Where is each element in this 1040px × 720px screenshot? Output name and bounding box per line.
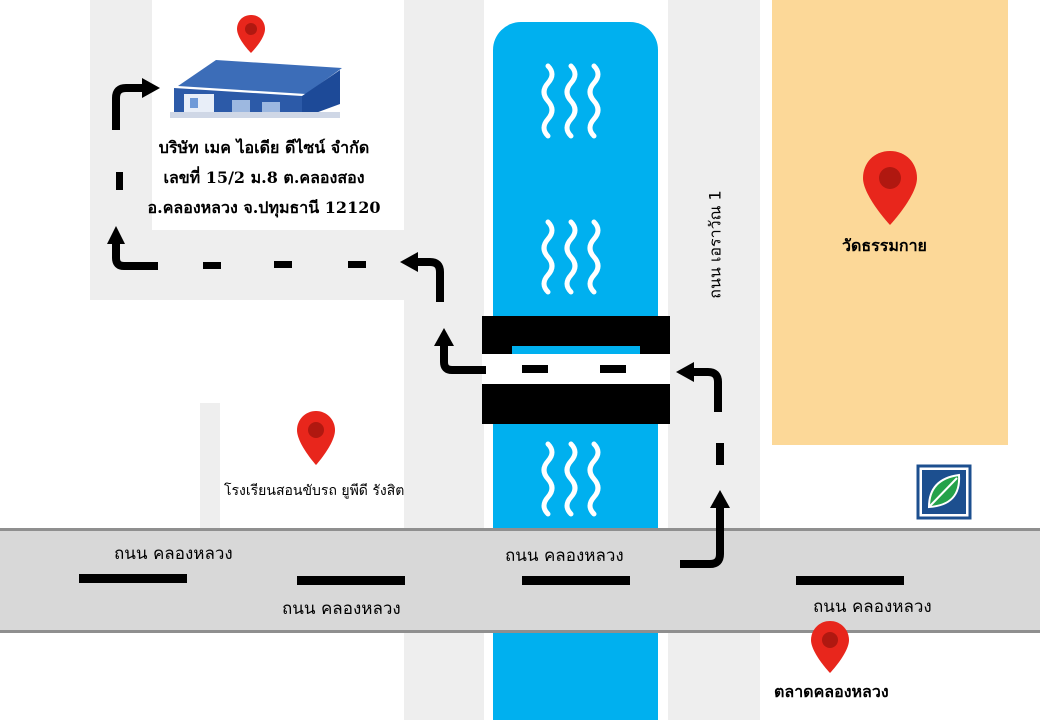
map-pin-icon [811, 621, 849, 673]
company-address-line2: อ.คลองหลวง จ.ปทุมธานี 12120 [147, 198, 381, 217]
map-pin-icon [863, 151, 917, 225]
road-label-main: ถนน คลองหลวง [813, 597, 932, 617]
map-pin-icon [237, 15, 265, 53]
route-dash [716, 443, 724, 465]
small-lane [200, 403, 220, 533]
market-label: ตลาดคลองหลวง [774, 682, 889, 701]
turn-arrow-icon [107, 226, 158, 270]
road-label-main: ถนน คลองหลวง [114, 544, 233, 564]
route-dash [203, 262, 221, 269]
map-pin-icon [297, 411, 335, 465]
bank-logo-icon [916, 464, 972, 520]
school-label: โรงเรียนสอนขับรถ ยูพีดี รังสิต [224, 483, 405, 499]
road-label-main: ถนน คลองหลวง [505, 546, 624, 566]
road-label-side: ถนน เอราวัณ 1 [705, 190, 725, 299]
road-dash [796, 576, 904, 585]
route-dash [116, 172, 123, 190]
turn-arrow-icon [434, 328, 486, 374]
road-dash [79, 574, 187, 583]
turn-arrow-icon [400, 252, 444, 302]
route-dash [274, 261, 292, 268]
wave-icon [541, 441, 601, 517]
turn-arrow-icon [676, 362, 722, 412]
temple-label: วัดธรรมกาย [842, 236, 927, 255]
road-dash [297, 576, 405, 585]
wave-icon [541, 219, 601, 295]
turn-arrow-icon [112, 78, 160, 130]
road-dash [522, 576, 630, 585]
company-name: บริษัท เมค ไอเดีย ดีไซน์ จำกัด [158, 138, 370, 157]
wave-icon [541, 63, 601, 139]
company-address-line1: เลขที่ 15/2 ม.8 ต.คลองสอง [163, 168, 365, 187]
bridge-icon [482, 316, 670, 424]
road-label-main: ถนน คลองหลวง [282, 599, 401, 619]
route-dash [348, 261, 366, 268]
turn-arrow-icon [680, 490, 730, 568]
building-icon [170, 60, 342, 118]
